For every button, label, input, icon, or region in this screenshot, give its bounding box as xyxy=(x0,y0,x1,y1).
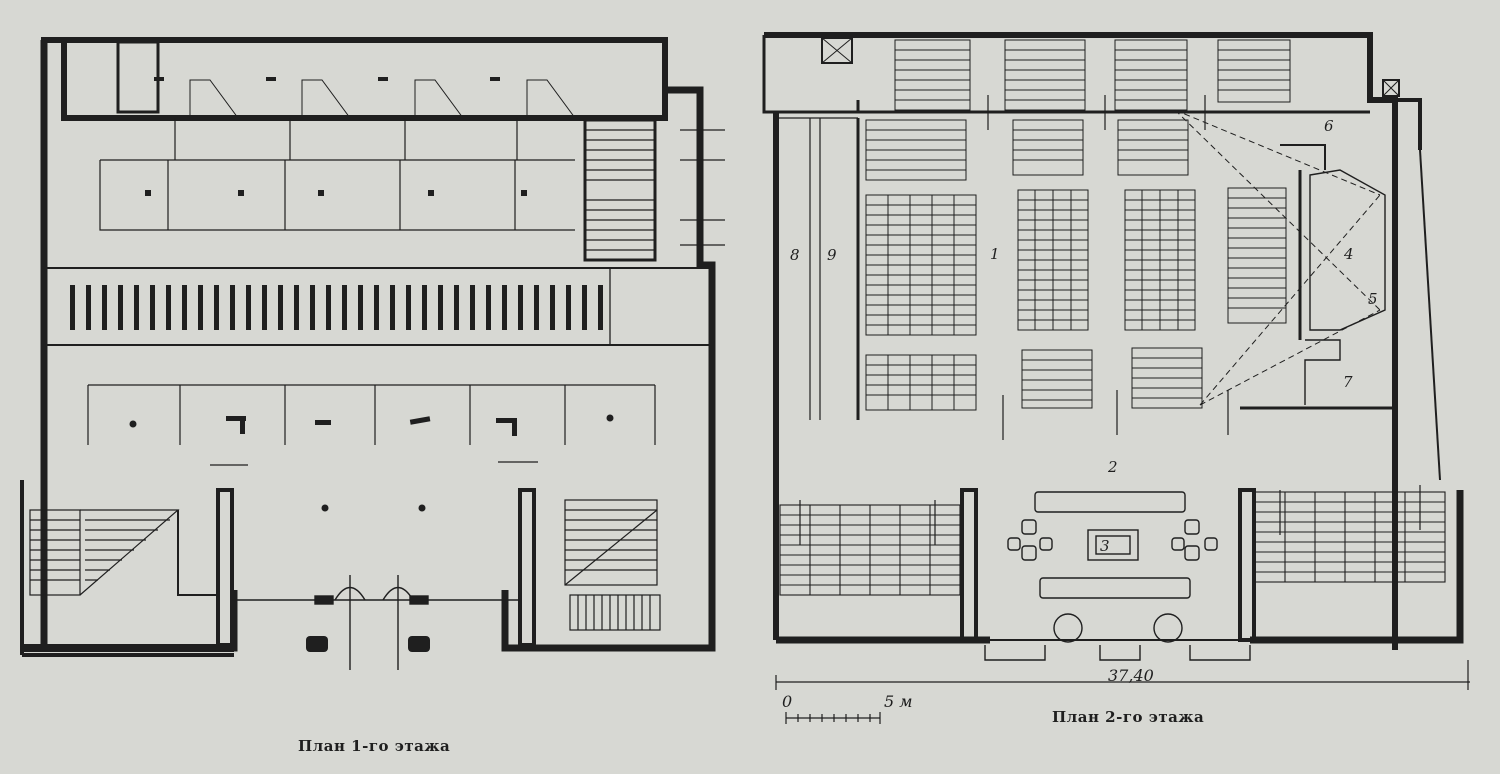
room-label-5: 5 xyxy=(1368,290,1378,308)
plan2-top-steps xyxy=(821,37,1400,111)
room-label-2: 2 xyxy=(1108,458,1118,476)
plan1-corridor-slots xyxy=(70,285,603,330)
scale-zero-label: 0 xyxy=(782,692,793,711)
room-label-6: 6 xyxy=(1324,117,1334,135)
plan2-foyer-furniture xyxy=(984,491,1251,661)
room-label-1: 1 xyxy=(990,245,1000,263)
plan1-outline xyxy=(20,37,716,657)
scale-bar xyxy=(785,712,881,724)
plan2-stage xyxy=(1174,109,1398,410)
total-width-dimension: 37,40 xyxy=(1108,666,1154,685)
plan2-seating xyxy=(865,119,1287,411)
scale-five-label: 5 м xyxy=(884,692,913,711)
plan1-corridor xyxy=(44,267,712,346)
plan1-right-stair-lower xyxy=(518,488,661,647)
room-label-4: 4 xyxy=(1344,245,1354,263)
plan2-caption: План 2-го этажа xyxy=(1052,708,1205,726)
room-label-8: 8 xyxy=(790,246,800,264)
dimension-line xyxy=(775,660,1470,690)
plan1-right-stair xyxy=(583,118,725,262)
room-label-9: 9 xyxy=(827,246,837,264)
plan1-caption: План 1-го этажа xyxy=(298,737,451,755)
plan2-outline xyxy=(762,32,1464,650)
room-label-3: 3 xyxy=(1100,537,1110,555)
plan2-lower-stairs xyxy=(779,488,1446,642)
plan2-toilets xyxy=(776,117,860,420)
plan1-top-hatches xyxy=(116,40,576,119)
plan1-left-stair xyxy=(29,488,234,647)
room-label-7: 7 xyxy=(1343,373,1353,391)
